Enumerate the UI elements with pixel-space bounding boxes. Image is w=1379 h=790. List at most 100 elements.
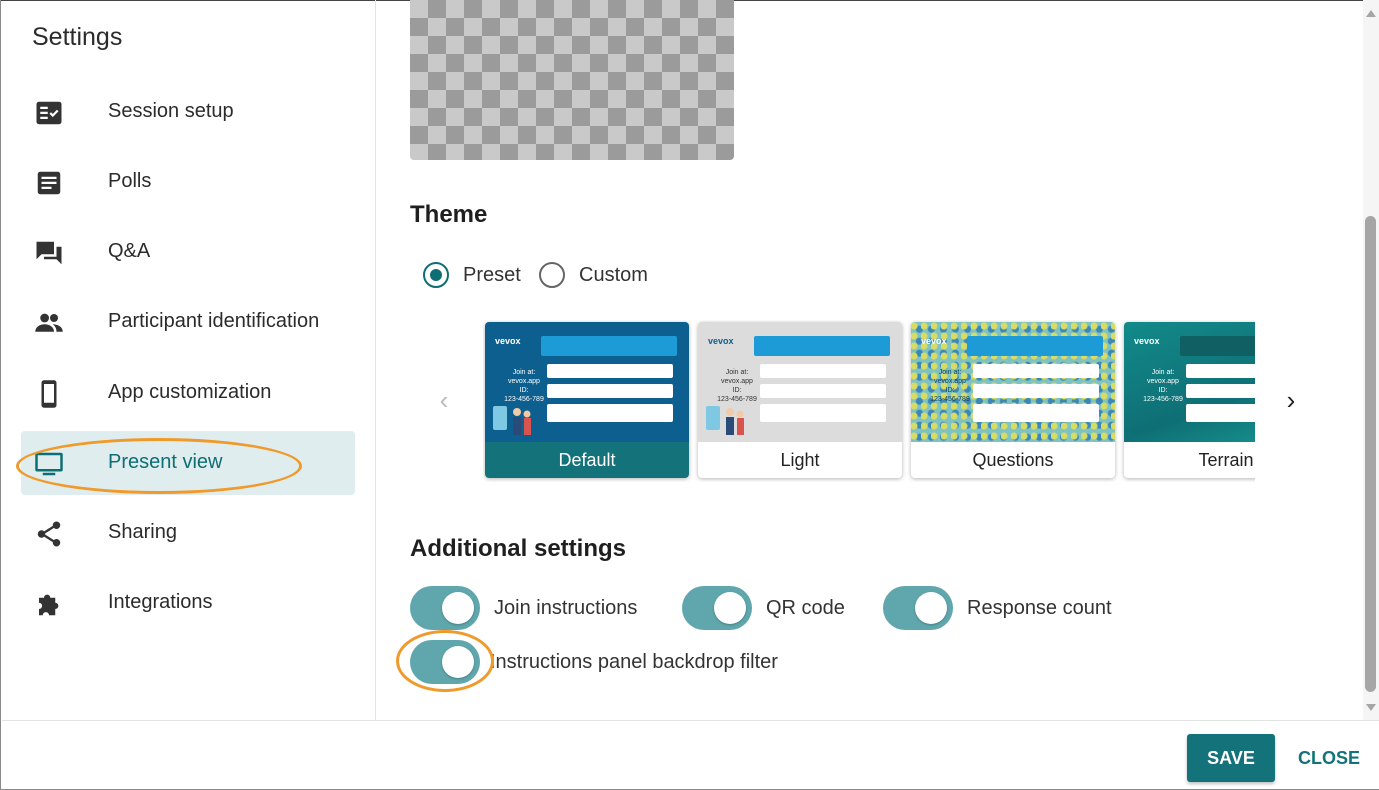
sidebar-title: Settings (32, 23, 123, 51)
theme-card-label: Light (780, 449, 820, 470)
dialog-footer: SAVE CLOSE (2, 720, 1379, 789)
thumbnail-id-label: ID: (1158, 387, 1168, 394)
scroll-up-arrow-icon[interactable] (1366, 10, 1376, 17)
theme-carousel: vevox Join at: vevox.app ID: 123-456-789 (483, 320, 1255, 482)
thumbnail-id-label: ID: (945, 387, 955, 394)
toggle-response-count[interactable]: Response count (883, 586, 1112, 630)
scroll-down-arrow-icon[interactable] (1366, 704, 1376, 711)
radio-custom[interactable]: Custom (539, 262, 648, 288)
toggle-label: Join instructions (494, 596, 638, 619)
thumbnail-logo: vevox (708, 336, 734, 346)
document-icon (37, 171, 61, 195)
thumbnail-message (1180, 336, 1255, 356)
thumbnail-join-url: Join at: vevox.app (508, 369, 540, 385)
theme-card-label: Terrain (1198, 449, 1254, 470)
radio-label: Preset (463, 263, 521, 286)
theme-thumbnail: vevox Join at: vevox.app ID: 123-456-789 (911, 322, 1115, 442)
chevron-right-icon[interactable]: › (1286, 384, 1296, 415)
thumbnail-message (967, 336, 1103, 356)
thumbnail-question (1186, 404, 1255, 422)
thumbnail-join-url: Join at: vevox.app (1147, 369, 1179, 385)
monitor-icon (35, 452, 63, 476)
sidebar-item-label: Integrations (108, 591, 213, 613)
sidebar-item-polls[interactable]: Polls (21, 150, 355, 214)
thumbnail-question (760, 404, 886, 422)
toggle-switch[interactable] (410, 640, 480, 684)
thumbnail-join-text: Join at: vevox.app ID: 123-456-789 (1136, 368, 1190, 404)
theme-heading: Theme (410, 201, 488, 228)
thumbnail-question (973, 364, 1099, 378)
sidebar-item-app-customization[interactable]: App customization (21, 361, 355, 425)
thumbnail-logo: vevox (495, 336, 521, 346)
sidebar-item-participant-identification[interactable]: Participant identification (21, 290, 355, 354)
thumbnail-question (973, 404, 1099, 422)
toggle-switch[interactable] (883, 586, 953, 630)
toggle-instructions-panel-backdrop-filter[interactable]: Instructions panel backdrop filter (410, 640, 778, 684)
people-icon (35, 313, 63, 332)
thumbnail-join-url: Join at: vevox.app (721, 369, 753, 385)
sidebar-item-qa[interactable]: Q&A (21, 220, 355, 284)
theme-card-questions[interactable]: vevox Join at: vevox.app ID: 123-456-789… (911, 322, 1115, 478)
thumbnail-id-value: 123-456-789 (504, 396, 544, 403)
thumbnail-logo: vevox (921, 336, 947, 346)
thumbnail-message (754, 336, 890, 356)
toggle-join-instructions[interactable]: Join instructions (410, 586, 637, 630)
theme-thumbnail: vevox Join at: vevox.app ID: 123-456-789 (485, 322, 689, 442)
theme-card-label: Default (485, 442, 689, 478)
background-preview (410, 0, 734, 160)
settings-content: Theme Preset Custom ‹ › vevox Join at: v… (377, 0, 1363, 720)
sidebar-item-label: Sharing (108, 521, 177, 543)
thumbnail-join-text: Join at: vevox.app ID: 123-456-789 (923, 368, 977, 404)
thumbnail-id-value: 123-456-789 (1143, 396, 1183, 403)
theme-thumbnail: vevox Join at: vevox.app ID: 123-456-789 (1124, 322, 1255, 442)
sidebar-item-integrations[interactable]: Integrations (21, 571, 355, 635)
thumbnail-id-value: 123-456-789 (717, 396, 757, 403)
chat-icon (36, 241, 62, 265)
radio-button-selected[interactable] (423, 262, 449, 288)
thumbnail-question (1186, 384, 1255, 398)
toggle-switch[interactable] (410, 586, 480, 630)
sidebar-item-sharing[interactable]: Sharing (21, 501, 355, 565)
radio-button[interactable] (539, 262, 565, 288)
checklist-icon (36, 101, 62, 125)
toggle-qr-code[interactable]: QR code (682, 586, 845, 630)
thumbnail-logo: vevox (1134, 336, 1160, 346)
theme-card-label: Questions (972, 449, 1054, 470)
scroll-thumb[interactable] (1365, 216, 1376, 692)
thumbnail-question (1186, 364, 1255, 378)
radio-label: Custom (579, 263, 648, 286)
radio-preset[interactable]: Preset (423, 262, 521, 288)
sidebar-item-label: Polls (108, 170, 152, 192)
sidebar-item-label: Q&A (108, 240, 151, 262)
thumbnail-question (760, 384, 886, 398)
scrollbar[interactable] (1363, 0, 1379, 720)
puzzle-icon (39, 594, 59, 616)
close-button[interactable]: CLOSE (1297, 747, 1360, 768)
sidebar-item-label: Present view (108, 451, 223, 473)
sidebar-item-label: Participant identification (108, 310, 320, 332)
sidebar-item-present-view[interactable]: Present view (21, 431, 355, 495)
phone-icon (41, 380, 57, 408)
chevron-left-icon[interactable]: ‹ (439, 384, 449, 415)
people-illustration-icon (706, 406, 744, 435)
thumbnail-id-label: ID: (519, 387, 529, 394)
share-icon (37, 521, 61, 547)
settings-sidebar: Settings Session setup Polls Q&A (2, 0, 376, 720)
people-illustration-icon (493, 406, 531, 435)
thumbnail-join-text: Join at: vevox.app ID: 123-456-789 (710, 368, 764, 404)
thumbnail-question (973, 384, 1099, 398)
theme-card-terrain[interactable]: vevox Join at: vevox.app ID: 123-456-789… (1124, 322, 1255, 478)
theme-thumbnail: vevox Join at: vevox.app ID: 123-456-789 (698, 322, 902, 442)
sidebar-item-label: Session setup (108, 100, 234, 122)
toggle-switch[interactable] (682, 586, 752, 630)
save-button[interactable]: SAVE (1187, 734, 1275, 782)
sidebar-item-label: App customization (108, 381, 272, 403)
theme-card-light[interactable]: vevox Join at: vevox.app ID: 123-456-789 (698, 322, 902, 478)
thumbnail-id-value: 123-456-789 (930, 396, 970, 403)
additional-settings-heading: Additional settings (410, 535, 626, 562)
toggle-label: Response count (967, 596, 1112, 619)
sidebar-item-session-setup[interactable]: Session setup (21, 80, 355, 144)
theme-card-default[interactable]: vevox Join at: vevox.app ID: 123-456-789 (485, 322, 689, 478)
thumbnail-join-text: Join at: vevox.app ID: 123-456-789 (497, 368, 551, 404)
